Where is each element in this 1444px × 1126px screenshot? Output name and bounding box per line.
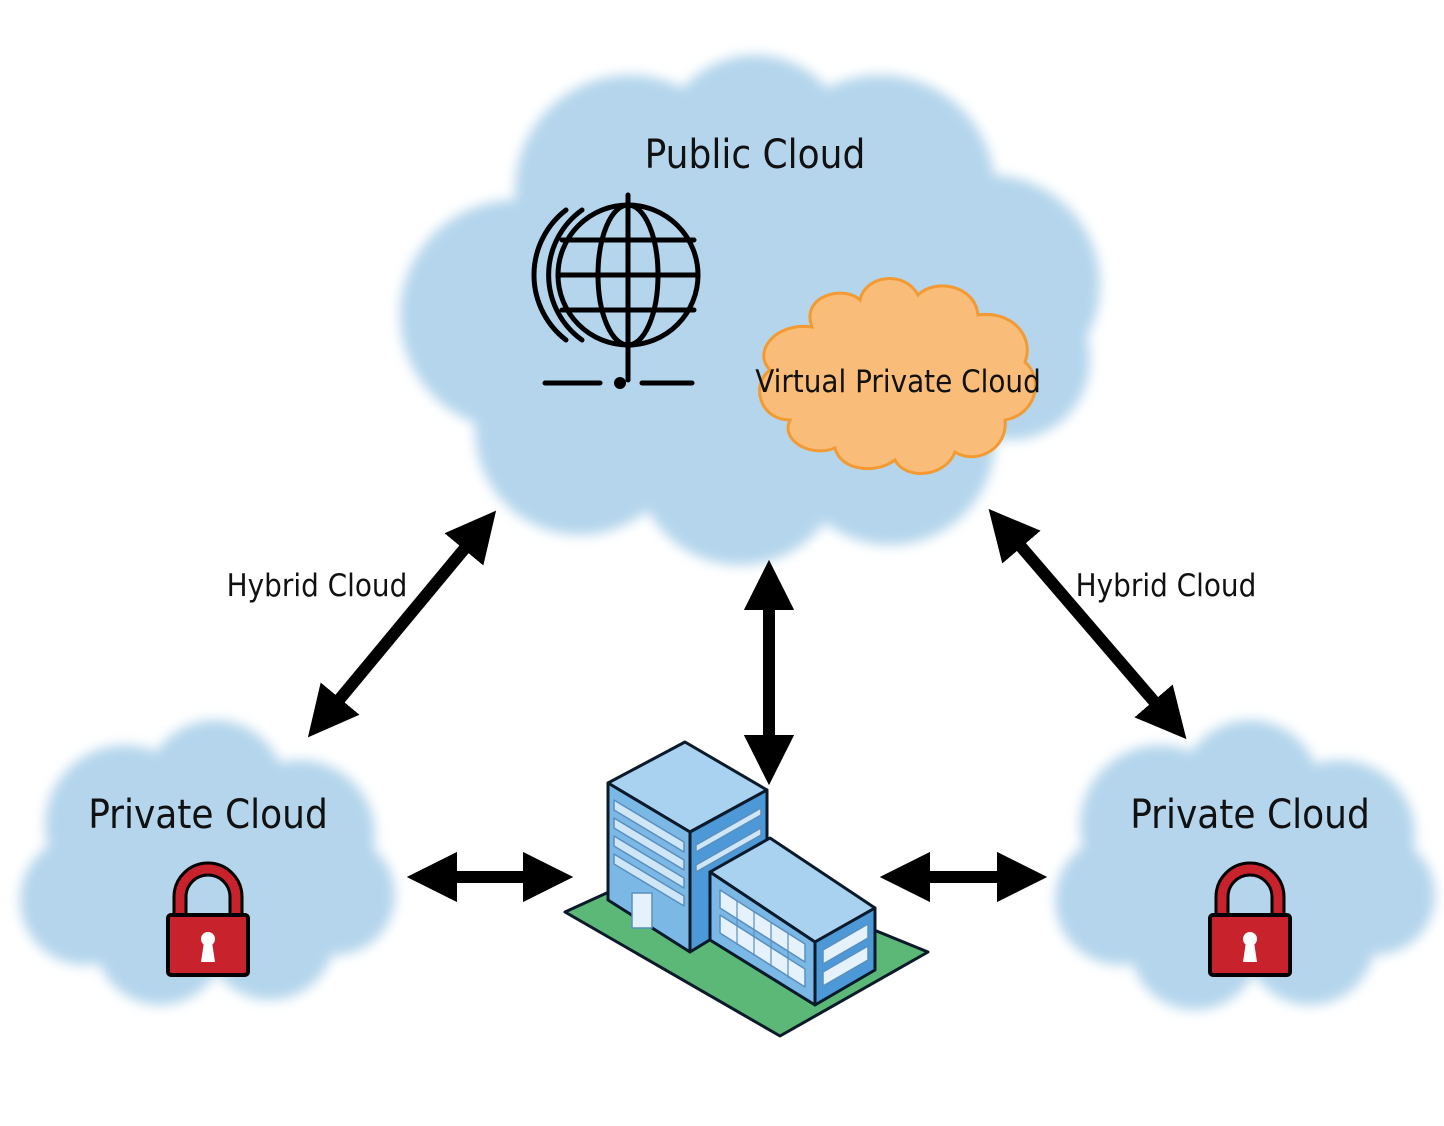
globe-network-icon bbox=[531, 192, 701, 389]
arrow-public-to-right-private bbox=[988, 508, 1187, 740]
arrow-public-to-left-private bbox=[307, 510, 497, 738]
virtual-private-cloud-shape bbox=[758, 277, 1037, 475]
edge-label-right: Hybrid Cloud bbox=[1076, 568, 1257, 604]
virtual-private-cloud: Virtual Private Cloud bbox=[755, 277, 1041, 475]
private-cloud-left-label: Private Cloud bbox=[88, 792, 328, 838]
connectors bbox=[307, 508, 1187, 903]
private-cloud-left: Private Cloud bbox=[20, 720, 395, 1005]
private-cloud-right-label: Private Cloud bbox=[1130, 792, 1370, 838]
virtual-private-cloud-label: Virtual Private Cloud bbox=[755, 364, 1041, 400]
public-cloud-label: Public Cloud bbox=[645, 132, 866, 178]
private-cloud-right-shape bbox=[1055, 720, 1435, 1010]
private-cloud-right: Private Cloud bbox=[1055, 720, 1435, 1010]
edge-label-left: Hybrid Cloud bbox=[227, 568, 408, 604]
private-cloud-left-shape bbox=[20, 720, 395, 1005]
padlock-icon bbox=[166, 861, 250, 977]
padlock-icon bbox=[1208, 861, 1292, 977]
public-cloud: Public Cloud Virtual Private Cloud bbox=[400, 55, 1100, 565]
office-building-icon bbox=[563, 740, 930, 1038]
